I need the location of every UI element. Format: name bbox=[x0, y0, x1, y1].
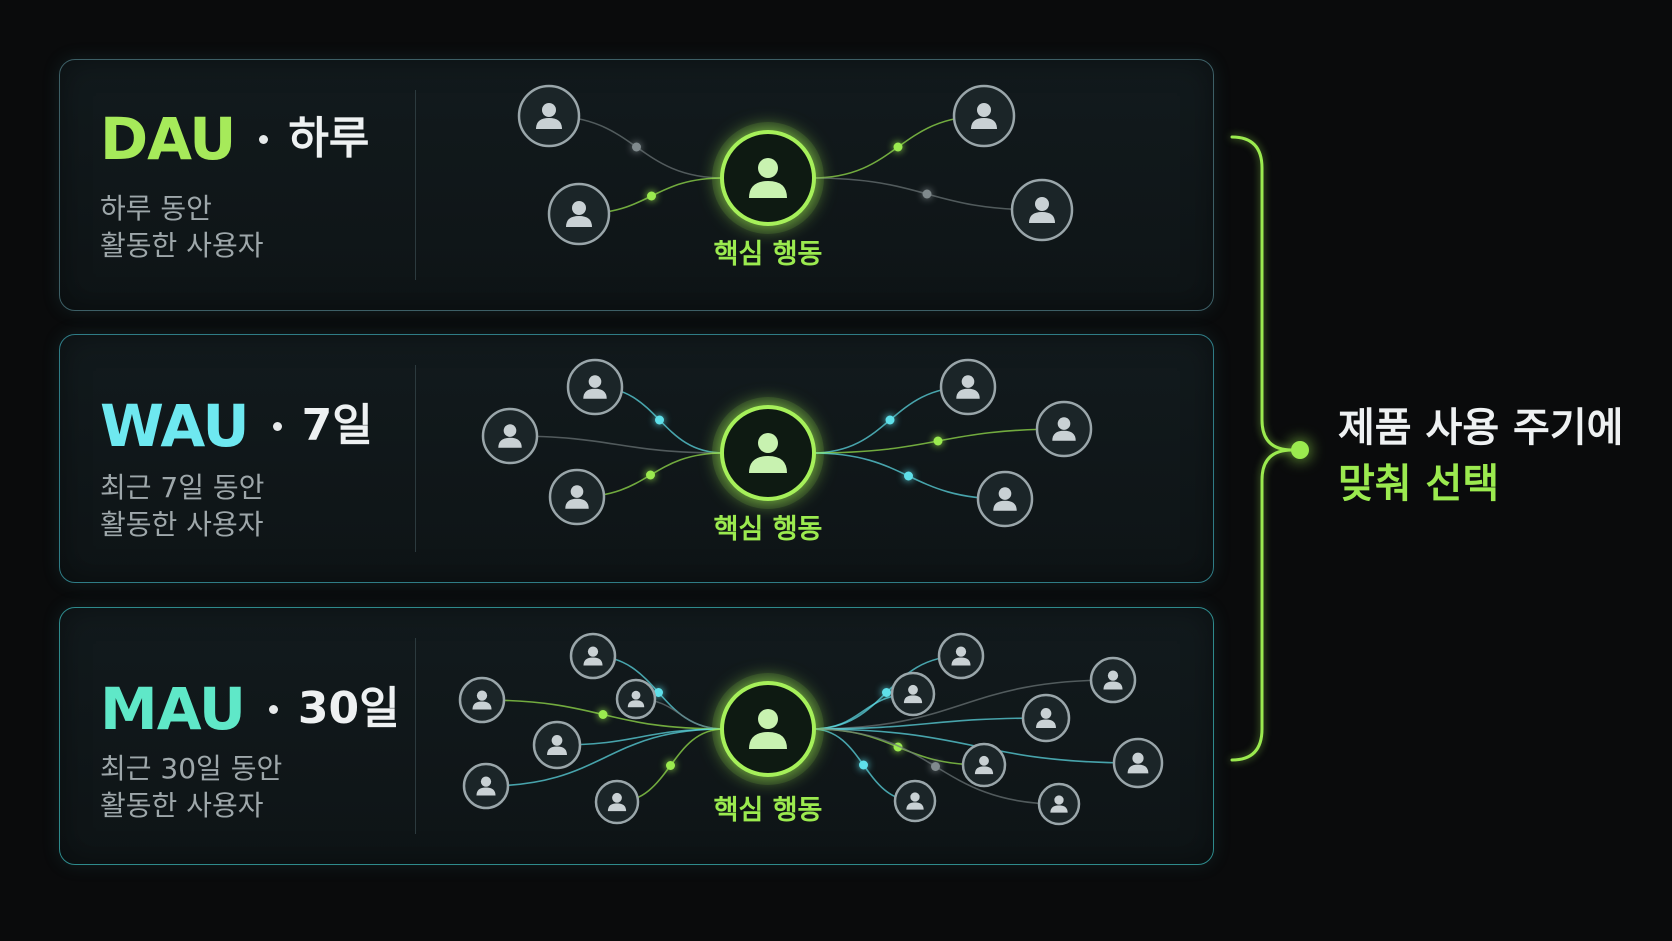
core-action-label: 핵심 행동 bbox=[713, 795, 823, 826]
user-icon bbox=[517, 84, 581, 148]
connection-dot bbox=[893, 142, 903, 152]
user-icon bbox=[976, 470, 1034, 528]
wau-title: WAU 7일 bbox=[100, 397, 373, 455]
dau-title: DAU 하루 bbox=[100, 110, 369, 168]
connection-dot bbox=[646, 470, 655, 480]
connection-dot bbox=[882, 688, 891, 697]
connection-dot bbox=[666, 761, 675, 770]
metric-description: 최근 30일 동안 활동한 사용자 bbox=[100, 750, 282, 824]
connection-dot bbox=[598, 710, 608, 719]
connection-line bbox=[509, 435, 725, 454]
bracket-line bbox=[1230, 135, 1300, 762]
connection-dot bbox=[931, 762, 940, 771]
dau-panel: DAU 하루 하루 동안 활동한 사용자 핵심 행동 bbox=[59, 59, 1214, 311]
connection-dot bbox=[632, 142, 641, 152]
user-icon bbox=[548, 468, 606, 526]
bracket-dot bbox=[1291, 441, 1309, 459]
user-icon bbox=[961, 742, 1007, 788]
mau-network-diagram bbox=[458, 632, 1164, 826]
user-icon bbox=[462, 762, 510, 810]
connection-line bbox=[485, 728, 725, 787]
separator-dot bbox=[259, 134, 269, 144]
wau-network-diagram bbox=[481, 358, 1093, 528]
description-line: 하루 동안 bbox=[100, 192, 212, 225]
user-icon bbox=[1037, 782, 1081, 826]
connection-dot bbox=[859, 760, 868, 770]
user-icon bbox=[615, 678, 657, 720]
mau-panel: MAU 30일 최근 30일 동안 활동한 사용자 핵심 행동 bbox=[59, 607, 1214, 865]
connection-line bbox=[811, 679, 1114, 730]
metric-description: 최근 7일 동안 활동한 사용자 bbox=[100, 469, 264, 543]
connection-dot bbox=[922, 189, 932, 199]
metric-description: 하루 동안 활동한 사용자 bbox=[100, 190, 263, 264]
description-line: 최근 30일 동안 bbox=[100, 752, 283, 785]
user-icon bbox=[1021, 693, 1071, 743]
connection-dot bbox=[904, 471, 913, 481]
description-line: 활동한 사용자 bbox=[100, 508, 264, 541]
metric-name: WAU bbox=[100, 392, 250, 460]
user-icon bbox=[939, 358, 997, 416]
conclusion-line1: 제품 사용 주기에 bbox=[1338, 405, 1624, 451]
metric-name: DAU bbox=[100, 105, 236, 173]
user-icon bbox=[547, 182, 611, 246]
connection-dot bbox=[654, 688, 663, 697]
connection-dot bbox=[647, 191, 656, 201]
metric-name: MAU bbox=[100, 675, 246, 743]
user-icon bbox=[890, 671, 936, 717]
user-icon bbox=[566, 358, 624, 416]
conclusion-line2: 맞춰 선택 bbox=[1338, 461, 1500, 507]
user-icon bbox=[1010, 178, 1074, 242]
user-icon bbox=[594, 779, 640, 825]
panel-divider bbox=[415, 90, 416, 280]
core-action-label: 핵심 행동 bbox=[713, 239, 823, 270]
description-line: 활동한 사용자 bbox=[100, 229, 264, 262]
user-icon bbox=[458, 676, 506, 724]
connection-dot bbox=[655, 415, 664, 425]
core-user-icon bbox=[712, 673, 824, 785]
connection-dot bbox=[933, 436, 943, 446]
description-line: 활동한 사용자 bbox=[100, 789, 264, 822]
core-action-label: 핵심 행동 bbox=[713, 514, 823, 545]
user-icon bbox=[1112, 737, 1164, 789]
user-icon bbox=[481, 407, 539, 465]
user-icon bbox=[937, 632, 985, 680]
separator-dot bbox=[272, 421, 282, 431]
user-icon bbox=[1089, 656, 1137, 704]
conclusion-text: 제품 사용 주기에 맞춰 선택 bbox=[1338, 400, 1623, 512]
metric-period: 하루 bbox=[288, 113, 370, 164]
panel-divider bbox=[415, 638, 416, 834]
wau-panel: WAU 7일 최근 7일 동안 활동한 사용자 핵심 행동 bbox=[59, 334, 1214, 583]
connection-dot bbox=[885, 415, 895, 425]
user-icon bbox=[569, 632, 617, 680]
user-icon bbox=[952, 84, 1016, 148]
metric-period: 7일 bbox=[301, 400, 373, 451]
core-user-icon bbox=[712, 122, 824, 234]
core-user-icon bbox=[712, 397, 824, 509]
metric-period: 30일 bbox=[297, 683, 400, 734]
user-icon bbox=[893, 779, 937, 823]
user-icon bbox=[532, 720, 582, 770]
mau-title: MAU 30일 bbox=[100, 680, 400, 738]
connection-line bbox=[811, 717, 1047, 730]
separator-dot bbox=[268, 704, 278, 714]
panel-divider bbox=[415, 365, 416, 552]
description-line: 최근 7일 동안 bbox=[100, 471, 265, 504]
user-icon bbox=[1035, 400, 1093, 458]
dau-network-diagram bbox=[517, 84, 1074, 246]
